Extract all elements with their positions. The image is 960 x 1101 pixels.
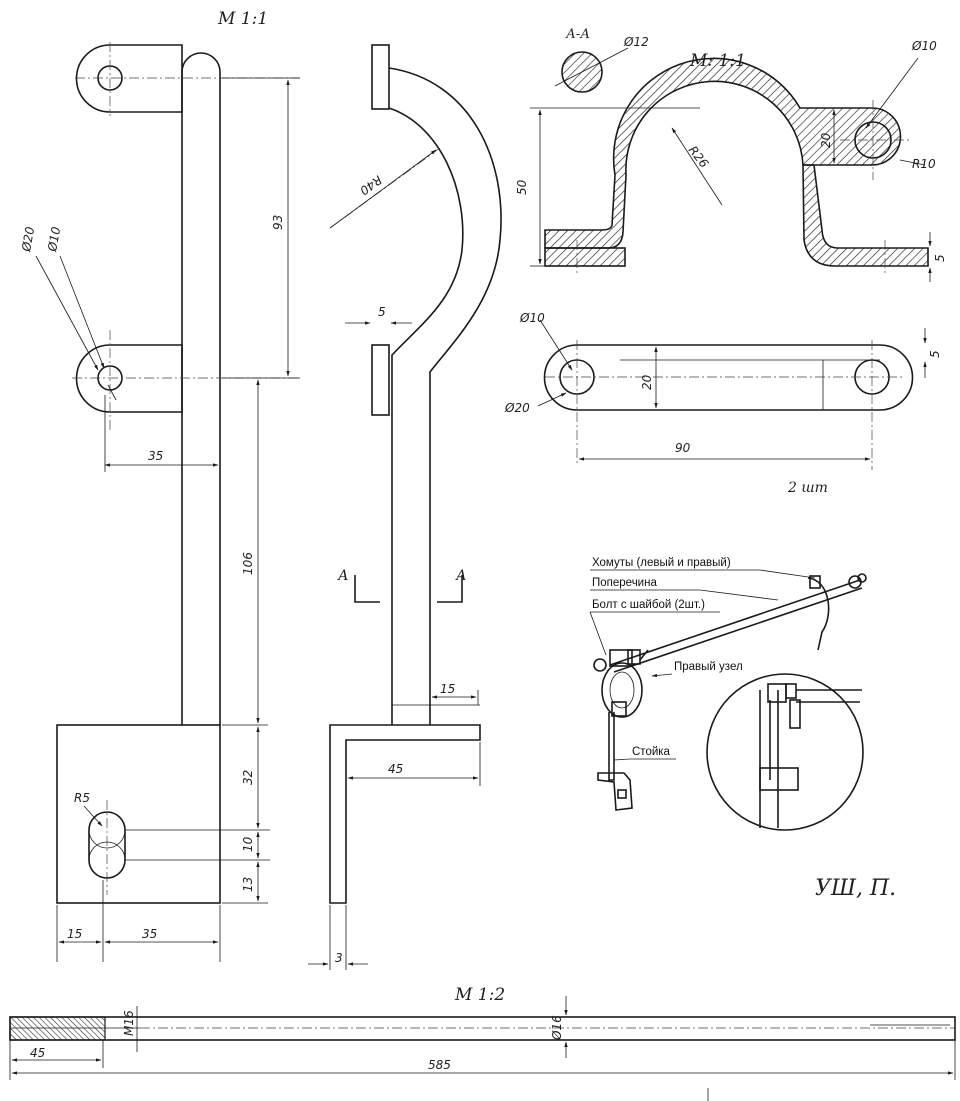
- top-lug-outline: [75, 44, 183, 113]
- bottom-tab: [371, 344, 390, 416]
- label-crossbar: Поперечина: [592, 577, 657, 589]
- dim-d20: Ø20: [19, 225, 37, 253]
- blank-outline: [543, 344, 914, 411]
- dim-13: 13: [241, 877, 255, 892]
- scale-label-bottom: М 1:2: [454, 985, 505, 1005]
- dim-32: 32: [241, 770, 255, 785]
- dim-20-top: 20: [819, 132, 833, 148]
- left-part-front-view: 93 35 106 32 10 13 R5 15 35 Ø: [19, 42, 300, 962]
- middle-lug-outline: [75, 344, 183, 413]
- bent-arm-outer: [388, 67, 502, 725]
- dim-t3: 3: [335, 951, 343, 965]
- label-clamps: Хомуты (левый и правый): [592, 557, 731, 569]
- rod-thread: [9, 1016, 106, 1041]
- angle-foot: [329, 724, 481, 904]
- clamp-flat-blank: Ø10 Ø20 20 5 90 2 шт: [504, 311, 942, 496]
- dim-t5-top: 5: [933, 254, 947, 262]
- section-label: А-А: [565, 27, 590, 42]
- dim-10: 10: [241, 836, 255, 852]
- right-clamp-sketch: [807, 577, 830, 651]
- dim-l585: 585: [428, 1058, 451, 1072]
- dim-m16: М16: [122, 1010, 136, 1036]
- quantity-note: 2 шт: [787, 480, 828, 496]
- dim-l45: 45: [30, 1046, 45, 1060]
- dim-t5-blank: 5: [928, 350, 942, 358]
- dim-r10: R10: [912, 157, 936, 171]
- dim-r40: R40: [357, 173, 385, 198]
- dim-35-bottom: 35: [142, 927, 157, 941]
- section-mark-right: А: [455, 568, 467, 584]
- section-mark-left: А: [337, 568, 349, 584]
- bottom-plate: [56, 724, 221, 904]
- dim-d10: Ø10: [45, 225, 63, 253]
- dim-d10-blank: Ø10: [519, 311, 545, 325]
- label-right-node: Правый узел: [674, 661, 743, 673]
- dim-93: 93: [271, 215, 285, 230]
- section-a-a: А-А Ø12: [554, 27, 649, 93]
- dim-50: 50: [515, 179, 529, 195]
- threaded-rod: М16 Ø16 45 585: [9, 996, 956, 1101]
- dim-d20-blank: Ø20: [504, 401, 530, 415]
- rod-body: [9, 1016, 956, 1041]
- crossbar: [609, 579, 861, 666]
- assembly-sketch: Хомуты (левый и правый) Поперечина Болт …: [589, 557, 867, 831]
- section-diameter: Ø12: [623, 35, 649, 49]
- dim-d10-top: Ø10: [911, 39, 937, 53]
- label-post: Стойка: [632, 746, 671, 758]
- right-node-detail-circle: [706, 673, 864, 831]
- dim-t5: 5: [378, 305, 386, 319]
- left-clamp-ring: [601, 662, 643, 718]
- dim-15-bottom: 15: [67, 927, 82, 941]
- dim-106: 106: [241, 552, 255, 575]
- dim-90: 90: [675, 441, 691, 455]
- dim-w15: 15: [440, 682, 455, 696]
- signature: УШ, П.: [815, 876, 896, 901]
- side-view: R40 5 15 45 3 А А: [308, 44, 502, 970]
- label-bolt: Болт с шайбой (2шт.): [592, 599, 705, 611]
- dim-w45: 45: [388, 762, 403, 776]
- dim-20-blank: 20: [640, 374, 654, 390]
- dim-d16: Ø16: [550, 1015, 564, 1041]
- vertical-rod: [181, 52, 221, 725]
- bent-arm-inner: [388, 107, 464, 725]
- top-tab: [371, 44, 390, 110]
- clamp-omega-body: [544, 57, 902, 249]
- post-sketch: [608, 712, 615, 781]
- scale-label-left: М 1:1: [217, 9, 268, 29]
- dim-35-top: 35: [148, 449, 163, 463]
- clamp-right-flange: [802, 164, 929, 267]
- dim-r5: R5: [74, 791, 90, 805]
- dim-r26: R26: [686, 143, 712, 171]
